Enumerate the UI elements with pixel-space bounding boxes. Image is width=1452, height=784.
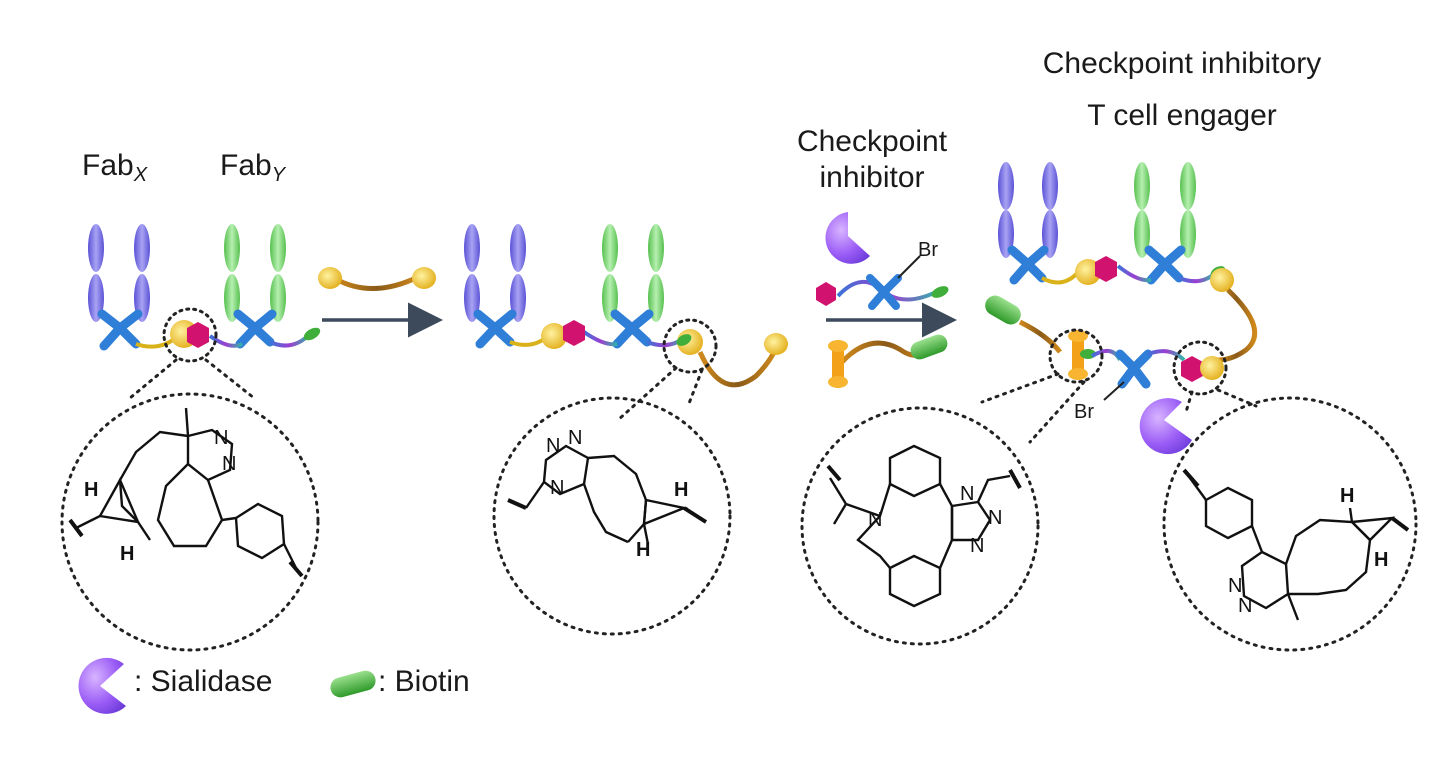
engager-title: Checkpoint inhibitory T cell engager — [1000, 46, 1364, 134]
sialidase-bound — [1139, 398, 1192, 455]
structure-2 — [507, 444, 708, 545]
biotin-tag — [303, 327, 321, 341]
sialidase-legend-icon — [78, 657, 126, 714]
fab-y-hinge — [233, 309, 277, 349]
zoom-callouts — [60, 358, 1418, 652]
h-atom-4a: H — [1340, 485, 1354, 507]
checkpoint-inhibitor-label: Checkpoint inhibitor — [772, 124, 972, 196]
fab-x-arms — [88, 224, 150, 322]
sialidase-reagent — [825, 212, 870, 264]
engager-title-line-1: Checkpoint inhibitory — [1042, 47, 1322, 80]
br-label-product: Br — [1074, 401, 1094, 423]
reaction-arrow-2 — [816, 212, 957, 388]
h-atom-2b: H — [636, 539, 650, 561]
fab-x-hinge — [97, 309, 143, 351]
n-atom-4b: N — [1238, 595, 1252, 617]
fab-x-label: FabX — [82, 149, 148, 186]
n-atom-2b: N — [568, 427, 582, 449]
h-atom-2a: H — [674, 479, 688, 501]
checkpoint-inhibitor-line-1: Checkpoint — [796, 125, 948, 158]
reaction-arrow-1 — [318, 267, 443, 338]
structure-1 — [68, 407, 304, 578]
n-atom-3c: N — [988, 507, 1002, 529]
h-atom-1a: H — [84, 479, 98, 501]
checkpoint-inhibitor-line-2: inhibitor — [819, 161, 925, 194]
n-atom-3b: N — [960, 483, 974, 505]
fab-y-label: FabY — [220, 149, 286, 186]
panel-2-linked-fabs — [464, 224, 788, 388]
structure-4 — [1182, 468, 1410, 621]
h-atom-4b: H — [1374, 549, 1388, 571]
n-atom-1a: N — [214, 427, 228, 449]
legend-biotin-label: : Biotin — [378, 665, 470, 698]
panel-3-final-engager — [985, 162, 1258, 455]
engager-title-line-2: T cell engager — [1087, 99, 1277, 132]
n-atom-4a: N — [1228, 575, 1242, 597]
biotin-legend-icon — [330, 670, 376, 698]
h-atom-1b: H — [120, 543, 134, 565]
n-atom-2c: N — [550, 477, 564, 499]
legend-sialidase-label: : Sialidase — [134, 665, 273, 698]
n-atom-3a: N — [868, 509, 882, 531]
panel-1-starting-fabs — [88, 224, 321, 363]
structure-3 — [826, 444, 1022, 608]
fab-y-arms — [224, 224, 286, 322]
n-atom-3d: N — [970, 535, 984, 557]
n-atom-1b: N — [222, 453, 236, 475]
tco-node — [187, 322, 209, 348]
br-label-reagent: Br — [918, 239, 938, 261]
zoom-ring — [162, 307, 218, 363]
n-atom-2a: N — [546, 435, 560, 457]
